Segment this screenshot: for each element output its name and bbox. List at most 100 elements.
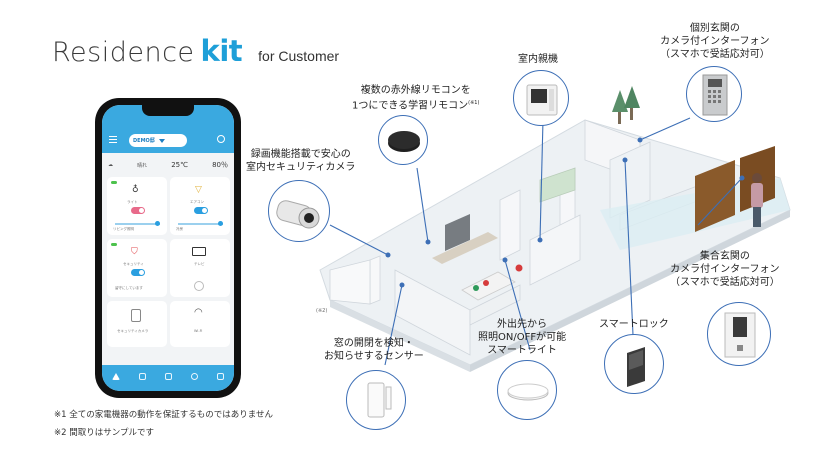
tab-devices-icon[interactable] [138,372,146,380]
light-card[interactable]: ♁ ライト リビング照明 [107,177,167,235]
camera-label-line2: 室内セキュリティカメラ [246,162,356,173]
wall [609,141,651,219]
wall [584,119,641,181]
person-legs [753,207,761,227]
table [461,271,516,301]
entrance-intercom-label-line2: カメラ付インターフォン [670,264,780,275]
aircon-card[interactable]: ▽ エアコン 冷房 [170,177,230,235]
camera-card[interactable]: セキュリティカメラ [107,301,167,347]
window-sensor-label: 窓の開閉を検知・ お知らせするセンサー [324,337,424,363]
home-name: DEMO邸 [133,138,155,144]
indoor-monitor-circle [513,70,569,126]
indoor-monitor-icon [526,84,558,116]
outdoor-temperature: 25℃ [171,161,188,169]
tv-stand [432,232,498,264]
table-item [473,285,479,291]
window-sensor-icon [367,382,392,418]
entrance-intercom-circle [707,302,771,366]
light-toggle[interactable] [131,207,145,214]
leader-dot [739,175,745,181]
indoor-monitor-label: 室内親機 [518,54,558,65]
status-indicator [111,243,117,246]
wifi-card[interactable]: ◠ Wi-Fi [170,301,230,347]
sofa [539,167,576,203]
ir-remote-label-line1: 複数の赤外線リモコンを [360,85,471,96]
ir-remote-label-line2: 1つにできる学習リモコン(※1) [352,100,480,112]
leader-dot [399,282,405,288]
camera-card-label: セキュリティカメラ [117,329,149,333]
leader-dot [537,237,543,243]
tree-trunk [618,112,621,124]
tv-card-label: テレビ [194,262,205,266]
light-dimmer-slider[interactable] [115,221,160,226]
tv-card[interactable]: テレビ [170,239,230,297]
window-sensor-label-line1: 窓の開閉を検知・ [333,338,414,349]
floor-accent [600,178,790,250]
wall [329,259,371,305]
power-button-icon[interactable] [194,281,204,291]
ir-remote-circle [378,115,428,165]
leader-line [539,119,544,241]
tab-messages-icon[interactable] [164,372,172,380]
wall [499,189,521,261]
leader-dot [502,257,508,263]
status-indicator [111,181,117,184]
smartphone-mockup: DEMO邸 ☁ 晴れ 25℃ 80％ ♁ ライト リビング照明 ▽ エアコン 冷… [95,98,241,398]
bulb-icon: ♁ [132,185,139,195]
gear-icon[interactable] [217,135,225,143]
leader-line [416,167,429,243]
wall [369,255,381,305]
security-card[interactable]: ⛉ セキュリティ 留守にしています [107,239,167,297]
camera-device-icon [131,309,141,322]
camera-label: 録画機能搭載で安心の 室内セキュリティカメラ [246,148,355,174]
leader-line [639,117,691,141]
brand-subtitle: for Customer [258,48,340,64]
humidity: 80％ [212,161,228,169]
tab-info-icon[interactable] [191,372,199,380]
leader-dot [637,137,643,143]
aircon-slider[interactable] [178,221,223,226]
tab-settings-icon[interactable] [217,372,225,380]
tv-icon [192,247,206,256]
smart-light-label-line1: 外出先から [497,319,548,330]
table-item [483,280,489,286]
brand-logo: Residence kit for Customer [52,34,339,68]
app-tab-bar [102,365,234,391]
wall [529,214,581,286]
cloud-icon: ☁ [108,162,113,168]
aircon-toggle[interactable] [194,207,208,214]
entrance-intercom-label-line3: （スマホで受話応対可） [670,277,780,288]
door-intercom-icon [702,74,728,116]
leader-line [624,159,634,336]
home-selector[interactable]: DEMO邸 [129,134,187,147]
light-card-label: ライト [127,200,138,204]
smart-light-label-line2: 照明ON/OFFが可能 [478,332,567,343]
wifi-icon: ◠ [194,307,203,318]
entrance-gate [695,160,735,232]
menu-icon[interactable] [109,136,117,143]
leader-line [697,177,743,226]
smartlock-circle [604,334,664,394]
bulb-outline-icon: ▽ [195,185,202,195]
footnote-1: ※1 全ての家電機器の動作を保証するものではありません [54,410,273,420]
chevron-down-icon [158,138,165,143]
security-camera-circle [268,180,330,242]
security-card-label: セキュリティ [123,262,144,266]
leader-dot [425,239,431,245]
person-head [752,173,762,183]
door-intercom-label-line1: 個別玄関の [689,23,740,34]
brand-kit: kit [200,34,243,68]
ir-remote-label: 複数の赤外線リモコンを 1つにできる学習リモコン(※1) [352,84,479,112]
smart-light-circle [497,360,557,420]
tree [624,86,640,108]
phone-notch [142,105,194,116]
leader-line [329,224,389,256]
remote-on-table [515,264,523,272]
tree [612,90,628,112]
entrance-intercom-label: 集合玄関の カメラ付インターフォン （スマホで受話応対可） [670,250,780,289]
security-toggle[interactable] [131,269,145,276]
security-camera-icon [276,200,320,229]
smart-light-icon [507,383,549,401]
tv [445,214,470,251]
tab-home-icon[interactable] [111,372,120,380]
